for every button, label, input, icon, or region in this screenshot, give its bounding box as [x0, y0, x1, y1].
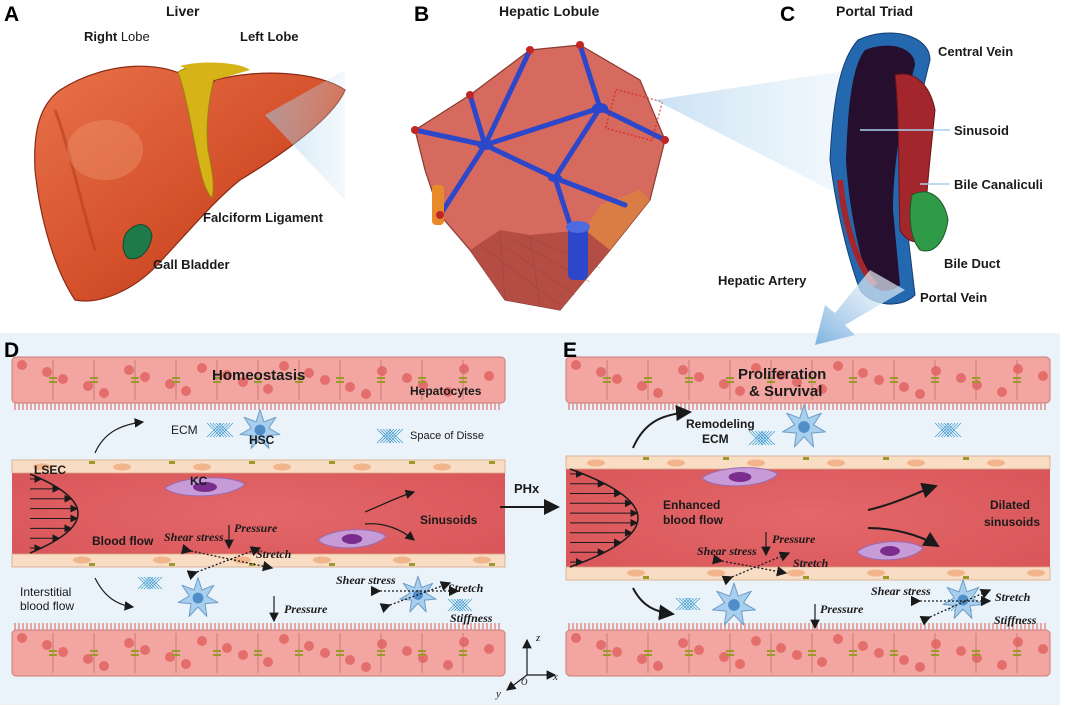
ecm-mesh-e3 — [675, 597, 701, 611]
enhanced-label-2: blood flow — [663, 513, 723, 527]
panel-label-d: D — [4, 339, 20, 362]
hsc-label: HSC — [249, 433, 275, 447]
ecm-mesh-d1 — [206, 422, 234, 438]
kupffer-cell-d2 — [317, 529, 387, 549]
stretch-label-e: Stretch — [793, 556, 829, 570]
portal-triad-title: Portal Triad — [836, 3, 914, 19]
pressure-label-d: Pressure — [234, 521, 278, 535]
axis-x-label: x — [553, 671, 558, 683]
pressure-label-d2: Pressure — [284, 602, 328, 616]
kupffer-cell-e2 — [856, 541, 924, 561]
right-lobe-rest: Lobe — [117, 29, 150, 44]
stretch-label-d: Stretch — [256, 547, 292, 561]
proliferation-title-2: & Survival — [749, 383, 823, 400]
ecm-mesh-e2 — [934, 422, 962, 438]
hepatocyte-layer-top-d — [11, 356, 506, 410]
hsc-cell-d-bottom — [177, 577, 219, 617]
kupffer-cell-e — [701, 467, 779, 487]
right-lobe-label: Right Lobe — [84, 30, 150, 43]
zoom-arrow-c-e — [815, 270, 905, 345]
liver-illustration — [34, 62, 346, 302]
homeostasis-title: Homeostasis — [212, 367, 306, 384]
hepatocyte-layer-bottom-e — [565, 623, 1051, 677]
shear-stress-label-e2: Shear stress — [871, 584, 931, 598]
hsc-cell-e-top — [781, 404, 827, 448]
velocity-profile — [29, 473, 79, 554]
coordinate-axes — [506, 638, 557, 691]
remodeling-label-2: ECM — [702, 432, 729, 446]
pressure-label-e: Pressure — [772, 532, 816, 546]
panel-label-a: A — [4, 3, 20, 26]
liver-title: Liver — [166, 3, 200, 19]
axis-y-label: y — [496, 688, 501, 700]
gall-bladder-shape — [122, 224, 153, 260]
portal-triad-illustration — [829, 32, 950, 305]
bile-canaliculi-label: Bile Canaliculi — [954, 177, 1043, 192]
panel-e-artwork — [565, 356, 1051, 677]
dilated-label-2: sinusoids — [984, 515, 1041, 529]
panel-label-e: E — [563, 339, 578, 362]
sinusoid-e — [565, 455, 1051, 581]
hepatocyte-layer-top-e — [565, 356, 1051, 410]
panel-d-artwork — [11, 356, 506, 677]
stretch-label-d2: Stretch — [448, 581, 484, 595]
proliferation-title-1: Proliferation — [738, 366, 827, 383]
axis-z-label: z — [536, 632, 541, 644]
falciform-ligament-label: Falciform Ligament — [203, 210, 323, 225]
phx-label: PHx — [514, 481, 540, 496]
shear-stress-label-d2: Shear stress — [336, 573, 396, 587]
shear-stress-label-d: Shear stress — [164, 530, 224, 544]
right-lobe-bold: Right — [84, 29, 118, 44]
pressure-label-e2: Pressure — [820, 602, 864, 616]
panel-label-b: B — [414, 3, 430, 26]
stretch-label-e2: Stretch — [995, 590, 1031, 604]
panel-label-c: C — [780, 3, 796, 26]
space-of-disse-label: Space of Disse — [410, 430, 484, 442]
remodeling-label-1: Remodeling — [686, 417, 755, 431]
sinusoid-label: Sinusoid — [954, 123, 1009, 138]
kupffer-cell-d — [164, 477, 246, 497]
lsec-label: LSEC — [34, 463, 67, 477]
interstitial-label-1: Interstitial — [20, 585, 72, 599]
enhanced-label-1: Enhanced — [663, 498, 721, 512]
sinusoids-label: Sinusoids — [420, 513, 478, 527]
hepatocytes-label: Hepatocytes — [410, 384, 482, 398]
ecm-label: ECM — [171, 423, 198, 437]
velocity-profile — [569, 468, 639, 568]
dilated-label-1: Dilated — [990, 498, 1031, 512]
hsc-cell-d-top — [239, 409, 281, 449]
left-lobe-label: Left Lobe — [240, 29, 299, 44]
portal-vein-label: Portal Vein — [920, 290, 988, 305]
stiffness-label-d: Stiffness — [450, 611, 493, 625]
axis-origin-label: O — [521, 677, 528, 687]
interstitial-label-2: blood flow — [20, 599, 75, 613]
hepatocyte-layer-bottom-d — [11, 623, 506, 677]
zoom-cone-b-c — [655, 70, 850, 200]
lobule-illustration — [411, 41, 669, 311]
hsc-cell-e-bottom — [711, 582, 757, 626]
zoom-cone-a-b — [265, 70, 345, 200]
gall-bladder-label: Gall Bladder — [153, 257, 230, 272]
hepatic-lobule-title: Hepatic Lobule — [499, 3, 600, 19]
ecm-mesh-d3 — [137, 576, 163, 590]
bile-duct-label: Bile Duct — [944, 256, 1001, 271]
shear-stress-label-e: Shear stress — [697, 544, 757, 558]
hepatic-artery-label: Hepatic Artery — [718, 273, 807, 288]
kc-label: KC — [190, 474, 208, 488]
ecm-mesh-d2 — [376, 428, 404, 444]
central-vein-label: Central Vein — [938, 44, 1014, 59]
ecm-mesh-e1 — [748, 430, 776, 446]
blood-flow-label: Blood flow — [92, 534, 154, 548]
stiffness-label-e: Stiffness — [994, 613, 1037, 627]
